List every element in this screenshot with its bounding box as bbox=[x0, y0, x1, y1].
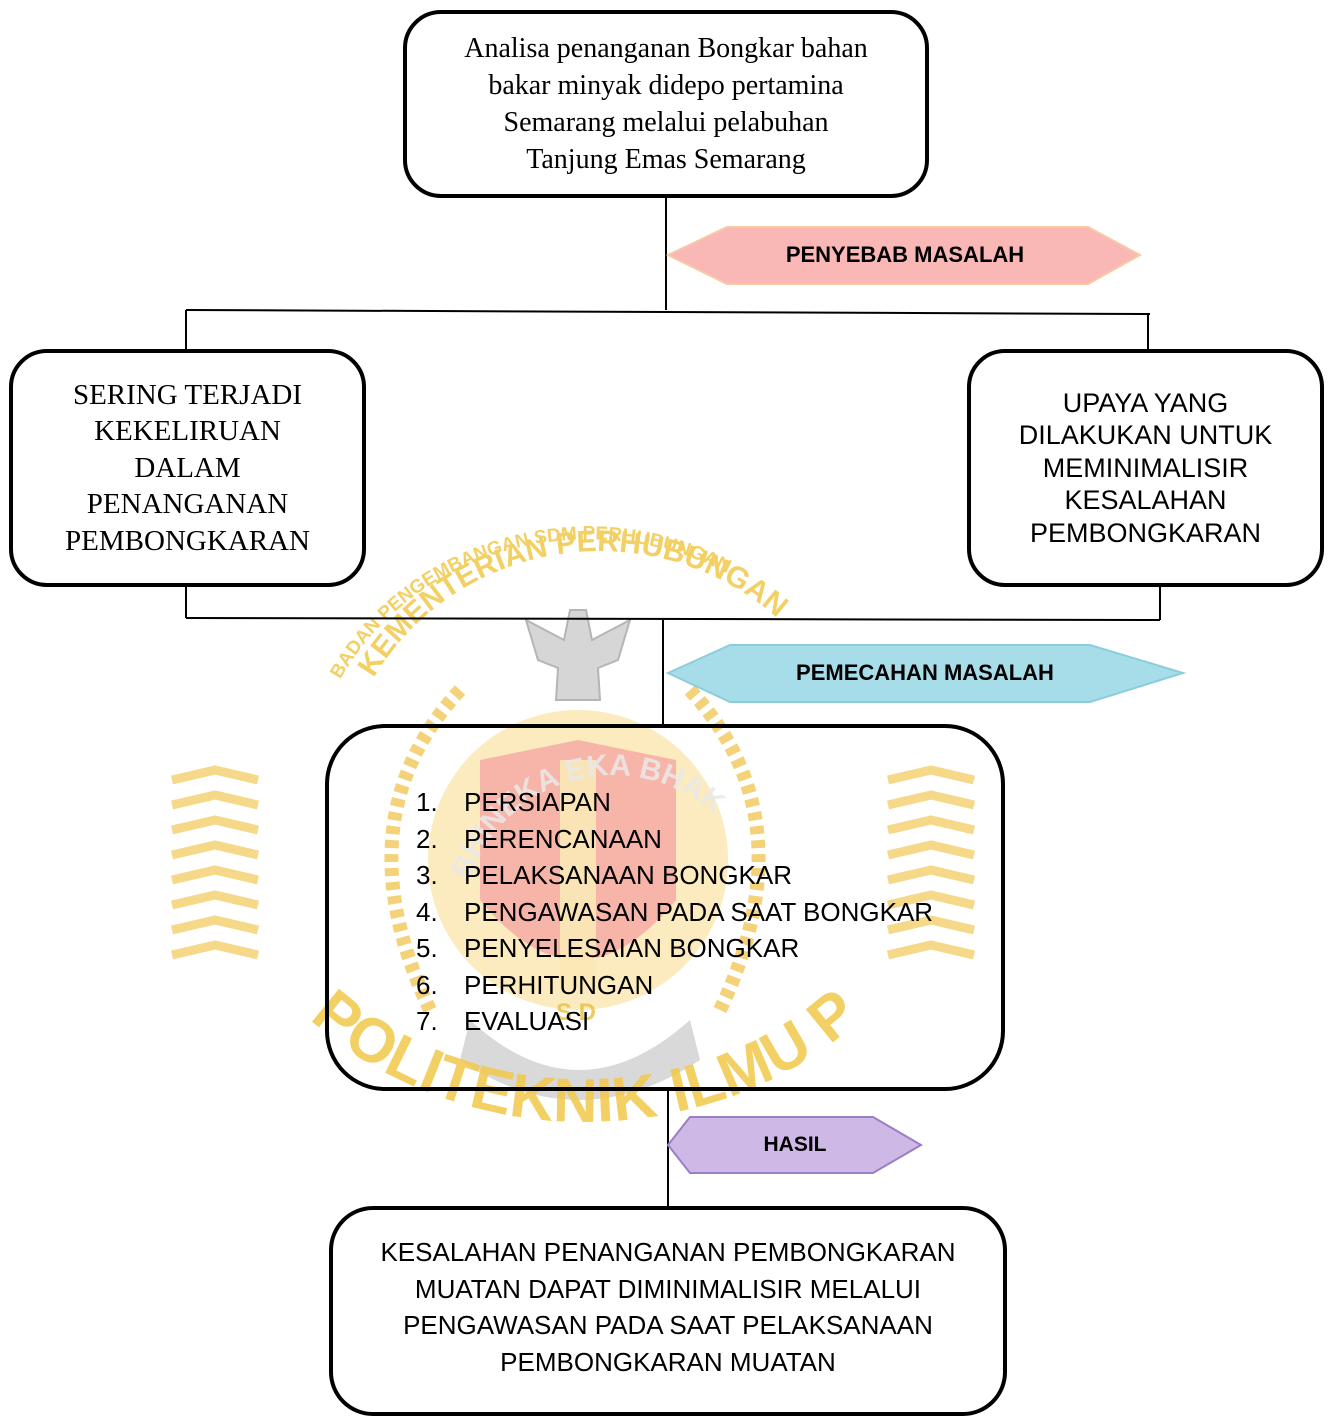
shield-icon bbox=[428, 710, 728, 1100]
step-label: PELAKSANAAN BONGKAR bbox=[464, 860, 792, 890]
hasil-arrow-shape bbox=[666, 1116, 923, 1174]
pemecahan-arrow-shape bbox=[665, 644, 1187, 703]
step-number: 6. bbox=[416, 969, 438, 1000]
step-item: 3. PELAKSANAAN BONGKAR bbox=[416, 857, 933, 894]
garuda-icon bbox=[524, 609, 632, 701]
step-label: EVALUASI bbox=[464, 1006, 590, 1036]
step-label: PENYELESAIAN BONGKAR bbox=[464, 933, 800, 963]
title-box: Analisa penanganan Bongkar bahan bakar m… bbox=[403, 10, 929, 198]
upper-branch-line bbox=[185, 309, 1151, 315]
step-number: 4. bbox=[416, 896, 438, 927]
watermark-initials: S D bbox=[556, 999, 596, 1026]
result-box-text: KESALAHAN PENANGANAN PEMBONGKARAN MUATAN… bbox=[380, 1237, 956, 1377]
penyebab-arrow-label: PENYEBAB MASALAH bbox=[785, 242, 1025, 267]
step-item: 5. PENYELESAIAN BONGKAR bbox=[416, 930, 933, 967]
cause-box-text: SERING TERJADI KEKELIRUAN DALAM PENANGAN… bbox=[65, 378, 310, 557]
step-item: 1. PERSIAPAN bbox=[416, 784, 933, 821]
step-number: 7. bbox=[416, 1006, 438, 1036]
result-box: KESALAHAN PENANGANAN PEMBONGKARAN MUATAN… bbox=[329, 1206, 1007, 1416]
effort-box-text: UPAYA YANG DILAKUKAN UNTUK MEMINIMALISIR… bbox=[1018, 387, 1273, 548]
pemecahan-arrow-label: PEMECAHAN MASALAH bbox=[796, 660, 1054, 685]
step-number: 2. bbox=[416, 823, 438, 854]
lower-branch-line bbox=[185, 617, 1161, 621]
effort-box: UPAYA YANG DILAKUKAN UNTUK MEMINIMALISIR… bbox=[967, 349, 1324, 587]
step-item: 2. PERENCANAAN bbox=[416, 821, 933, 858]
hasil-arrow-label: HASIL bbox=[763, 1133, 827, 1156]
penyebab-arrow-shape bbox=[665, 226, 1143, 285]
step-label: PERHITUNGAN bbox=[464, 969, 654, 1000]
left-chevron-stack-icon bbox=[170, 765, 260, 960]
step-label: PERSIAPAN bbox=[464, 787, 611, 817]
right-chevron-stack-icon bbox=[886, 765, 976, 960]
cause-box: SERING TERJADI KEKELIRUAN DALAM PENANGAN… bbox=[9, 349, 366, 587]
solution-box: 1. PERSIAPAN 2. PERENCANAAN 3. PELAKSANAAN … bbox=[325, 724, 1005, 1091]
step-number: 3. bbox=[416, 860, 438, 890]
steps-list: 1. PERSIAPAN 2. PERENCANAAN 3. PELAKSANAAN … bbox=[416, 784, 933, 1040]
step-label: PERENCANAAN bbox=[464, 823, 662, 854]
step-item: 7. EVALUASI bbox=[416, 1003, 933, 1040]
step-item: 6. PERHITUNGAN bbox=[416, 967, 933, 1004]
step-item: 4. PENGAWASAN PADA SAAT BONGKAR bbox=[416, 894, 933, 931]
step-number: 5. bbox=[416, 933, 438, 963]
title-box-text: Analisa penanganan Bongkar bahan bakar m… bbox=[464, 33, 868, 175]
step-number: 1. bbox=[416, 787, 438, 817]
step-label: PENGAWASAN PADA SAAT BONGKAR bbox=[464, 896, 934, 927]
